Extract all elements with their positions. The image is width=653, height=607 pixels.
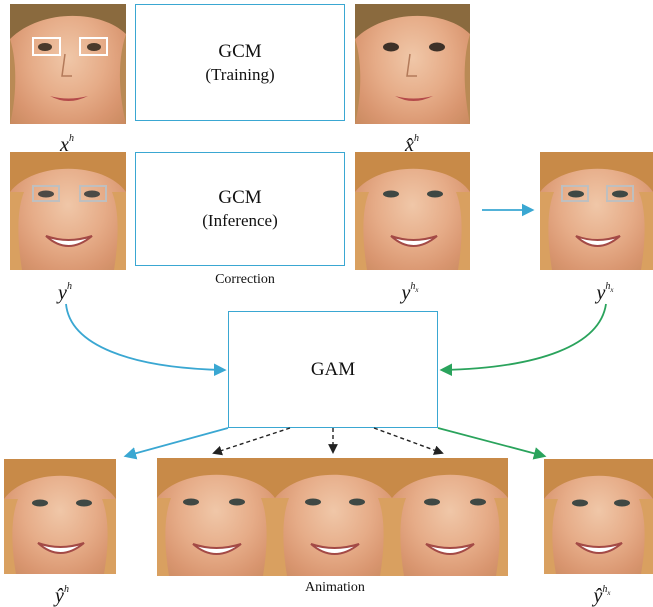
face-image-x-hat-h	[355, 4, 470, 124]
face-portrait-icon	[10, 4, 126, 124]
gcm-inference-title: GCM	[218, 187, 262, 208]
face-portrait-icon	[10, 152, 126, 270]
face-image-y-hx	[355, 152, 470, 270]
face-image-y-h	[10, 152, 126, 270]
label-x-h: xh	[60, 133, 74, 156]
label-x-hat-h: x̂h	[405, 133, 419, 156]
face-image-animation-1	[157, 458, 275, 576]
face-portrait-icon	[540, 152, 653, 270]
face-portrait-icon	[355, 4, 470, 124]
face-image-x-h	[10, 4, 126, 124]
gam-box: GAM	[228, 311, 438, 428]
face-image-y-hat-hx	[544, 459, 653, 574]
arrow-y-hx-right-to-gam	[439, 303, 607, 377]
arrow-y-h-to-gam	[65, 303, 227, 377]
arrow-gam-to-animation-1	[212, 427, 291, 456]
gcm-training-subtitle: (Training)	[205, 64, 275, 84]
face-image-animation-2	[275, 458, 392, 576]
label-y-h: yh	[58, 281, 72, 304]
face-portrait-icon	[355, 152, 470, 270]
correction-caption: Correction	[215, 272, 275, 287]
animation-caption: Animation	[305, 580, 365, 595]
face-portrait-icon	[275, 458, 392, 576]
gcm-inference-subtitle: (Inference)	[202, 211, 278, 230]
label-y-hx: yhx	[401, 281, 419, 304]
gcm-training-title: GCM	[218, 40, 262, 62]
gam-title: GAM	[310, 358, 356, 380]
gcm-training-box: GCM (Training)	[135, 4, 345, 121]
face-image-y-hx-right	[540, 152, 653, 270]
face-image-y-hat-h	[4, 459, 116, 574]
label-y-hx-right: yhx	[596, 281, 614, 304]
face-portrait-icon	[4, 459, 116, 574]
arrow-gam-to-y-hat-hx	[437, 427, 547, 460]
arrow-gam-to-y-hat-h	[123, 427, 229, 460]
arrow-gam-to-animation-3	[373, 427, 444, 455]
gcm-inference-box: GCM (Inference)	[135, 152, 345, 266]
face-portrait-icon	[544, 459, 653, 574]
face-portrait-icon	[157, 458, 275, 576]
label-y-hat-hx: ŷhx	[593, 584, 611, 607]
face-image-animation-3	[392, 458, 508, 576]
face-portrait-icon	[392, 458, 508, 576]
label-y-hat-h: ŷh	[55, 584, 69, 607]
